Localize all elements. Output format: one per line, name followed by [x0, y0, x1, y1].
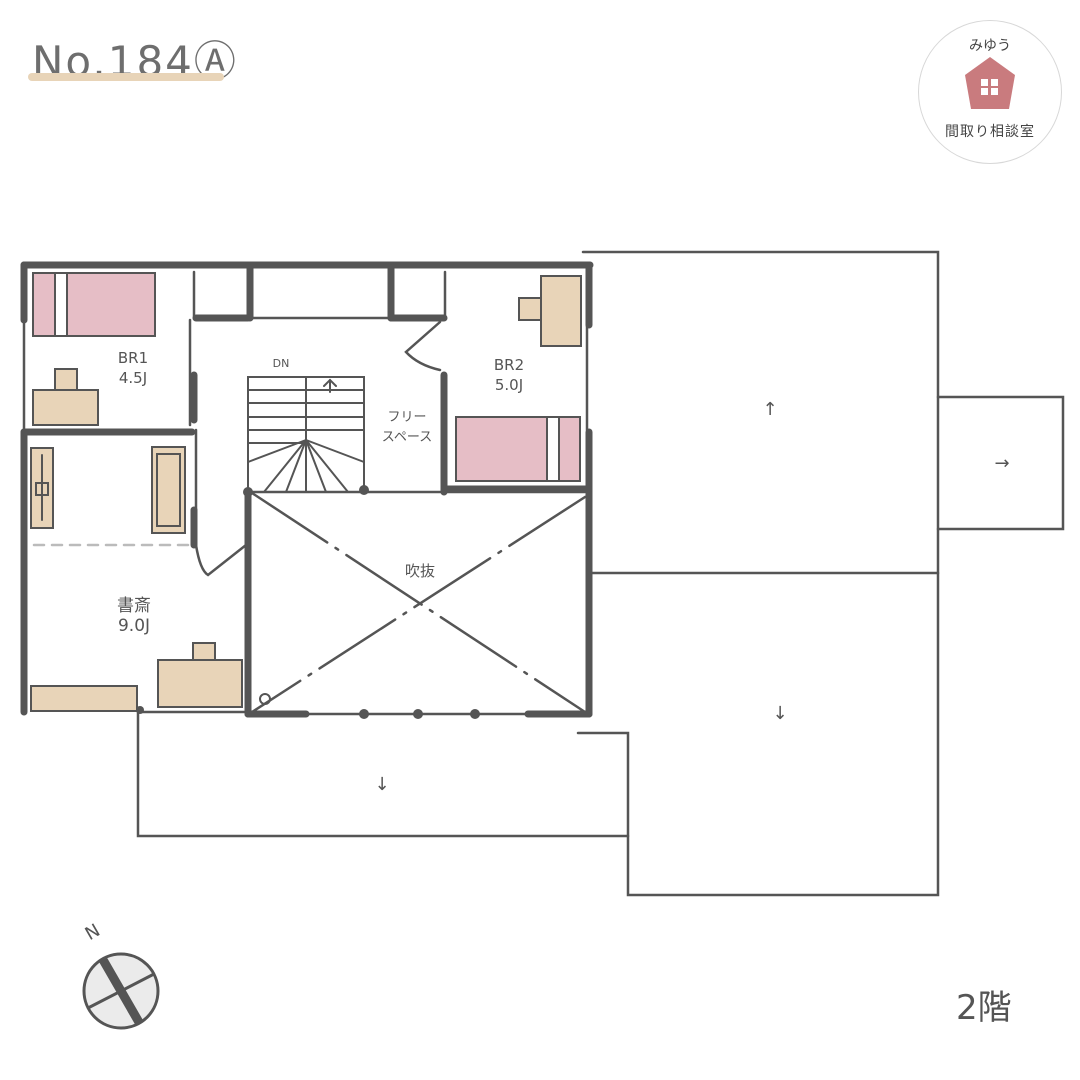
room-study: 書斎 9.0J	[104, 596, 164, 636]
floor-label: 2階	[956, 988, 1012, 1028]
room-br2-size: 5.0J	[494, 376, 524, 394]
stairs-dn-label: DN	[272, 357, 290, 370]
void-cross	[250, 491, 587, 714]
logo-name-text: 間取り相談室	[945, 124, 1035, 140]
free-space-line2: スペース	[381, 430, 433, 445]
compass-icon	[82, 952, 160, 1030]
staircase	[247, 376, 365, 493]
free-space: フリー スペース	[372, 408, 442, 448]
roof-outline	[136, 250, 1065, 897]
roof-arrow-up-icon: ↑	[762, 399, 778, 420]
thick-walls	[20, 261, 594, 718]
roof-arrow-down-icon: ↓	[374, 774, 390, 795]
room-br1: BR1 4.5J	[108, 348, 158, 388]
brand-logo: みゆう 間取り相談室	[918, 20, 1062, 164]
room-study-size: 9.0J	[117, 616, 151, 636]
posts	[136, 485, 480, 719]
room-br1-size: 4.5J	[118, 369, 148, 387]
house-icon	[965, 57, 1015, 109]
free-space-line1: フリー	[387, 410, 427, 425]
room-br1-name: BR1	[117, 349, 149, 367]
room-br2: BR2 5.0J	[484, 355, 534, 395]
void-label: 吹抜	[404, 562, 435, 580]
room-br2-name: BR2	[493, 356, 525, 374]
roof-arrow-right-icon: →	[994, 453, 1010, 474]
room-study-name: 書斎	[117, 596, 151, 616]
furniture	[30, 272, 582, 712]
title-underline	[28, 73, 224, 81]
logo-top-text: みゆう	[969, 38, 1011, 54]
roof-arrow-down-icon: ↓	[772, 703, 788, 724]
